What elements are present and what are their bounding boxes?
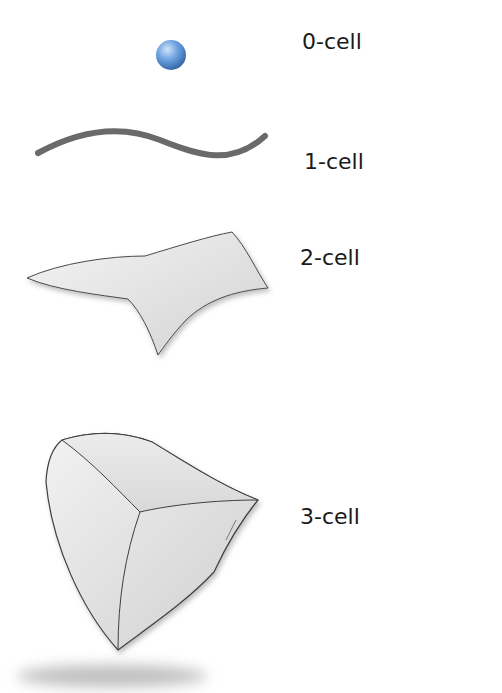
solid-volume [46, 433, 258, 650]
point-sphere [156, 40, 186, 70]
surface-patch [27, 232, 268, 355]
solid-shadow [17, 665, 207, 687]
cell-label: 0-cell [302, 29, 362, 55]
cell-label: 2-cell [300, 245, 360, 271]
cell-label: 3-cell [300, 504, 360, 530]
curve-stroke [38, 131, 265, 155]
cell-label: 1-cell [304, 149, 364, 175]
